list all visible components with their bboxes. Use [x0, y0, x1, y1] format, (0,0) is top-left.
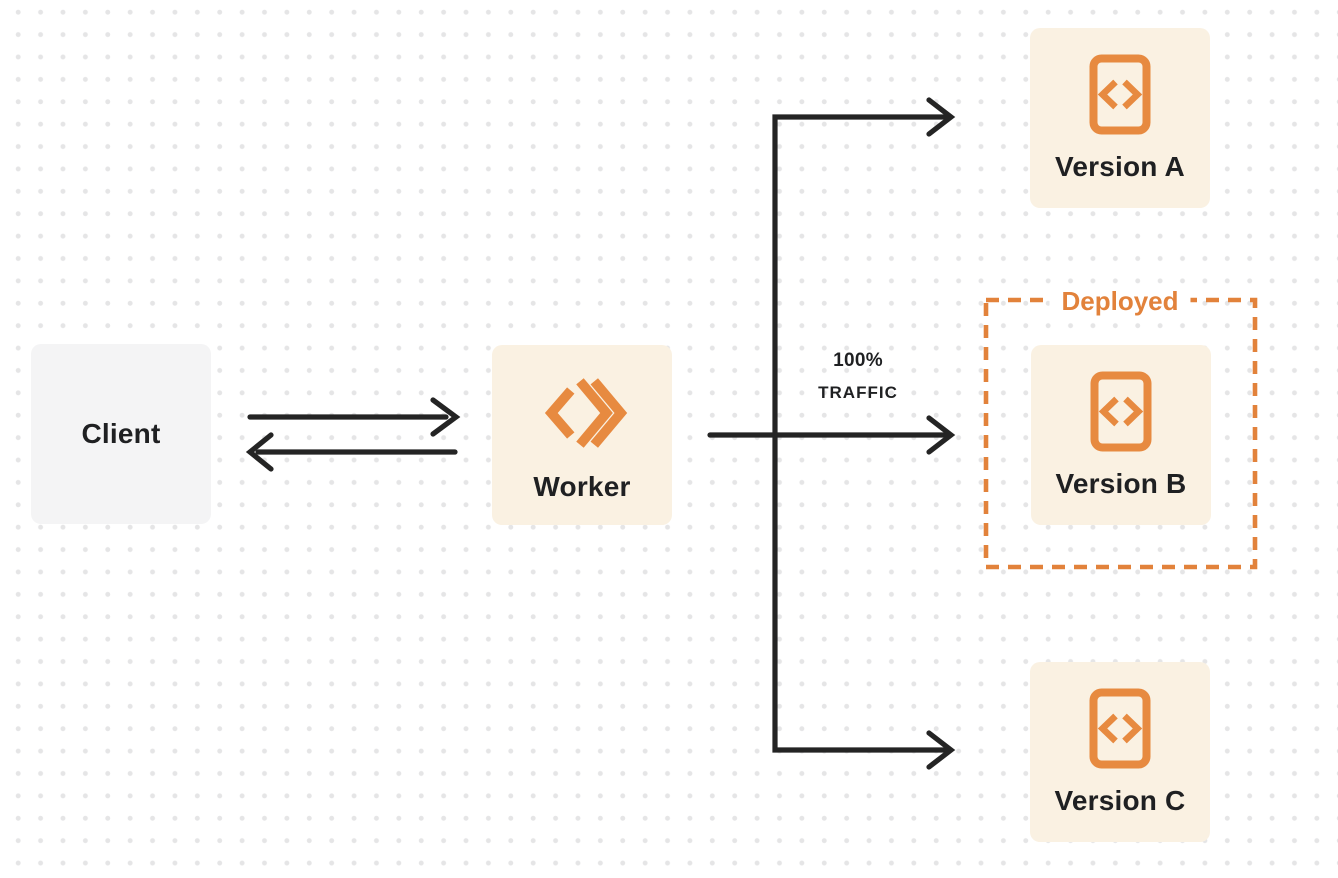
code-icon	[1090, 371, 1152, 451]
deployed-label: Deployed	[1049, 286, 1191, 317]
node-worker: Worker	[492, 345, 672, 525]
version-c-label: Version C	[1054, 784, 1186, 816]
cloudflare-workers-icon	[544, 378, 628, 448]
traffic-percent: 100%	[833, 350, 883, 371]
version-b-label: Version B	[1055, 467, 1187, 499]
arrow-client-to-worker	[247, 397, 461, 437]
node-version-b: Version B	[1031, 345, 1211, 525]
arrow-worker-fanout	[707, 97, 956, 770]
version-a-label: Version A	[1055, 150, 1185, 182]
node-version-c: Version C	[1030, 662, 1210, 842]
traffic-word: TRAFFIC	[818, 383, 898, 402]
client-label: Client	[81, 418, 161, 449]
worker-label: Worker	[533, 471, 631, 502]
node-version-a: Version A	[1030, 28, 1210, 208]
code-icon	[1089, 688, 1151, 768]
traffic-annotation: 100% TRAFFIC	[818, 350, 898, 403]
arrow-worker-to-client	[245, 432, 458, 472]
node-client: Client	[31, 344, 211, 524]
code-icon	[1089, 54, 1151, 134]
